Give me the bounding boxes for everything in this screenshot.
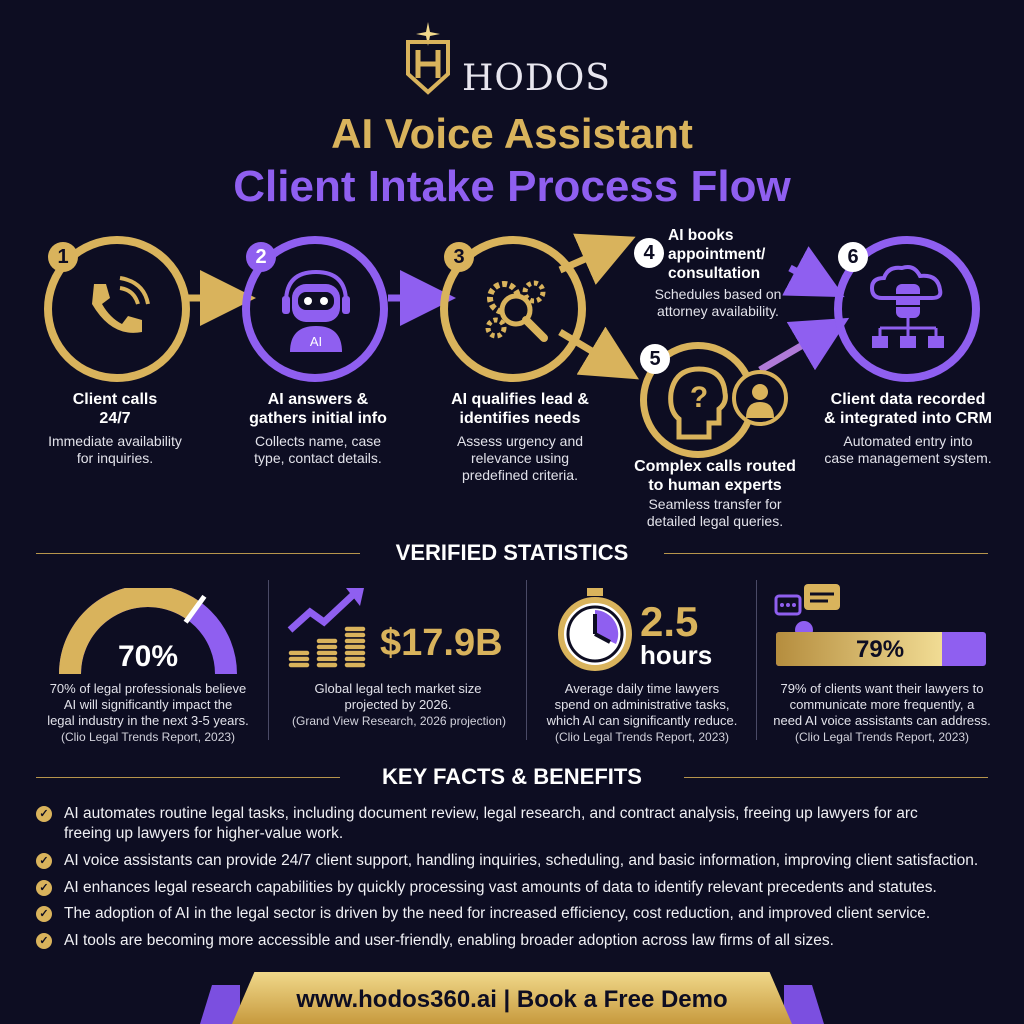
- facts-rule-left: [36, 777, 340, 778]
- person-icon: [746, 384, 774, 418]
- facts-rule-right: [684, 777, 988, 778]
- stat-2-source: (Grand View Research, 2026 projection): [292, 714, 506, 728]
- fact-item: ✓AI enhances legal research capabilities…: [36, 878, 986, 898]
- cta-banner[interactable]: [232, 972, 792, 1024]
- gears-magnifier-icon: [485, 280, 548, 342]
- stats-divider-3: [756, 580, 757, 740]
- stat-3-value: 2.5: [640, 598, 699, 645]
- human-expert-ring: [732, 370, 788, 426]
- fact-item: ✓AI tools are becoming more accessible a…: [36, 931, 986, 951]
- step-5-number: 5: [640, 344, 670, 374]
- step-3-ring: [440, 236, 586, 382]
- question-head-icon: ?: [668, 366, 728, 440]
- step-6-ring: [834, 236, 980, 382]
- step-6-number: 6: [838, 242, 868, 272]
- stat-4-progress-bar: [776, 632, 986, 666]
- step-2-number: 2: [246, 242, 276, 272]
- stats-rule-left: [36, 553, 360, 554]
- arrow-4-6: [782, 246, 845, 298]
- robot-ai-label: AI: [310, 334, 322, 349]
- stat-1-source: (Clio Legal Trends Report, 2023): [60, 730, 236, 744]
- svg-text:?: ?: [690, 381, 708, 414]
- stat-4-source: (Clio Legal Trends Report, 2023): [794, 730, 970, 744]
- stats-heading: VERIFIED STATISTICS: [395, 540, 629, 565]
- gauge-chart: [59, 588, 237, 675]
- step-2-ring: AI: [242, 236, 388, 382]
- fact-item: ✓AI voice assistants can provide 24/7 cl…: [36, 851, 986, 871]
- step-4-number: 4: [634, 238, 664, 268]
- check-icon: ✓: [36, 806, 52, 822]
- step-3-number: 3: [444, 242, 474, 272]
- robot-icon: AI: [282, 269, 350, 352]
- stats-divider-1: [268, 580, 269, 740]
- stat-1-value: 70%: [117, 640, 179, 673]
- brand-name: HODOS: [462, 58, 611, 99]
- check-icon: ✓: [36, 853, 52, 869]
- header-logo: HODOS: [0, 18, 1024, 99]
- gauge-needle: [183, 594, 207, 624]
- stat-4-value: 79%: [856, 636, 905, 663]
- stat-2-value: $17.9B: [380, 622, 503, 664]
- stopwatch-icon: [558, 588, 632, 671]
- cta-link[interactable]: www.hodos360.ai | Book a Free Demo: [296, 986, 728, 1013]
- hodos-crest-icon: [406, 22, 450, 95]
- coins-growth-icon: [287, 588, 367, 669]
- gauge-fill: [59, 588, 201, 675]
- check-icon: ✓: [36, 906, 52, 922]
- step-2-title: AI answers &gathers initial info: [249, 391, 387, 427]
- fact-item: ✓AI automates routine legal tasks, inclu…: [36, 804, 986, 844]
- facts-heading: KEY FACTS & BENEFITS: [382, 764, 642, 789]
- step-1-number: 1: [48, 242, 78, 272]
- stat-4-progress-fill: [776, 632, 942, 666]
- cloud-database-icon: [869, 265, 944, 348]
- arrow-5-6: [758, 317, 850, 374]
- fact-item: ✓The adoption of AI in the legal sector …: [36, 904, 986, 924]
- page-title-line2: Client Intake Process Flow: [233, 162, 791, 211]
- page-title-line1: AI Voice Assistant: [331, 110, 693, 157]
- step-6-title: Client data recorded& integrated into CR…: [824, 391, 992, 427]
- check-icon: ✓: [36, 933, 52, 949]
- phone-icon: [92, 276, 150, 333]
- check-icon: ✓: [36, 880, 52, 896]
- step-1-ring: [44, 236, 190, 382]
- stat-3-unit: hours: [640, 640, 713, 670]
- step-3-title: AI qualifies lead &identifies needs: [451, 391, 589, 427]
- stats-rule-right: [664, 553, 988, 554]
- stats-divider-2: [526, 580, 527, 740]
- stat-3-source: (Clio Legal Trends Report, 2023): [554, 730, 730, 744]
